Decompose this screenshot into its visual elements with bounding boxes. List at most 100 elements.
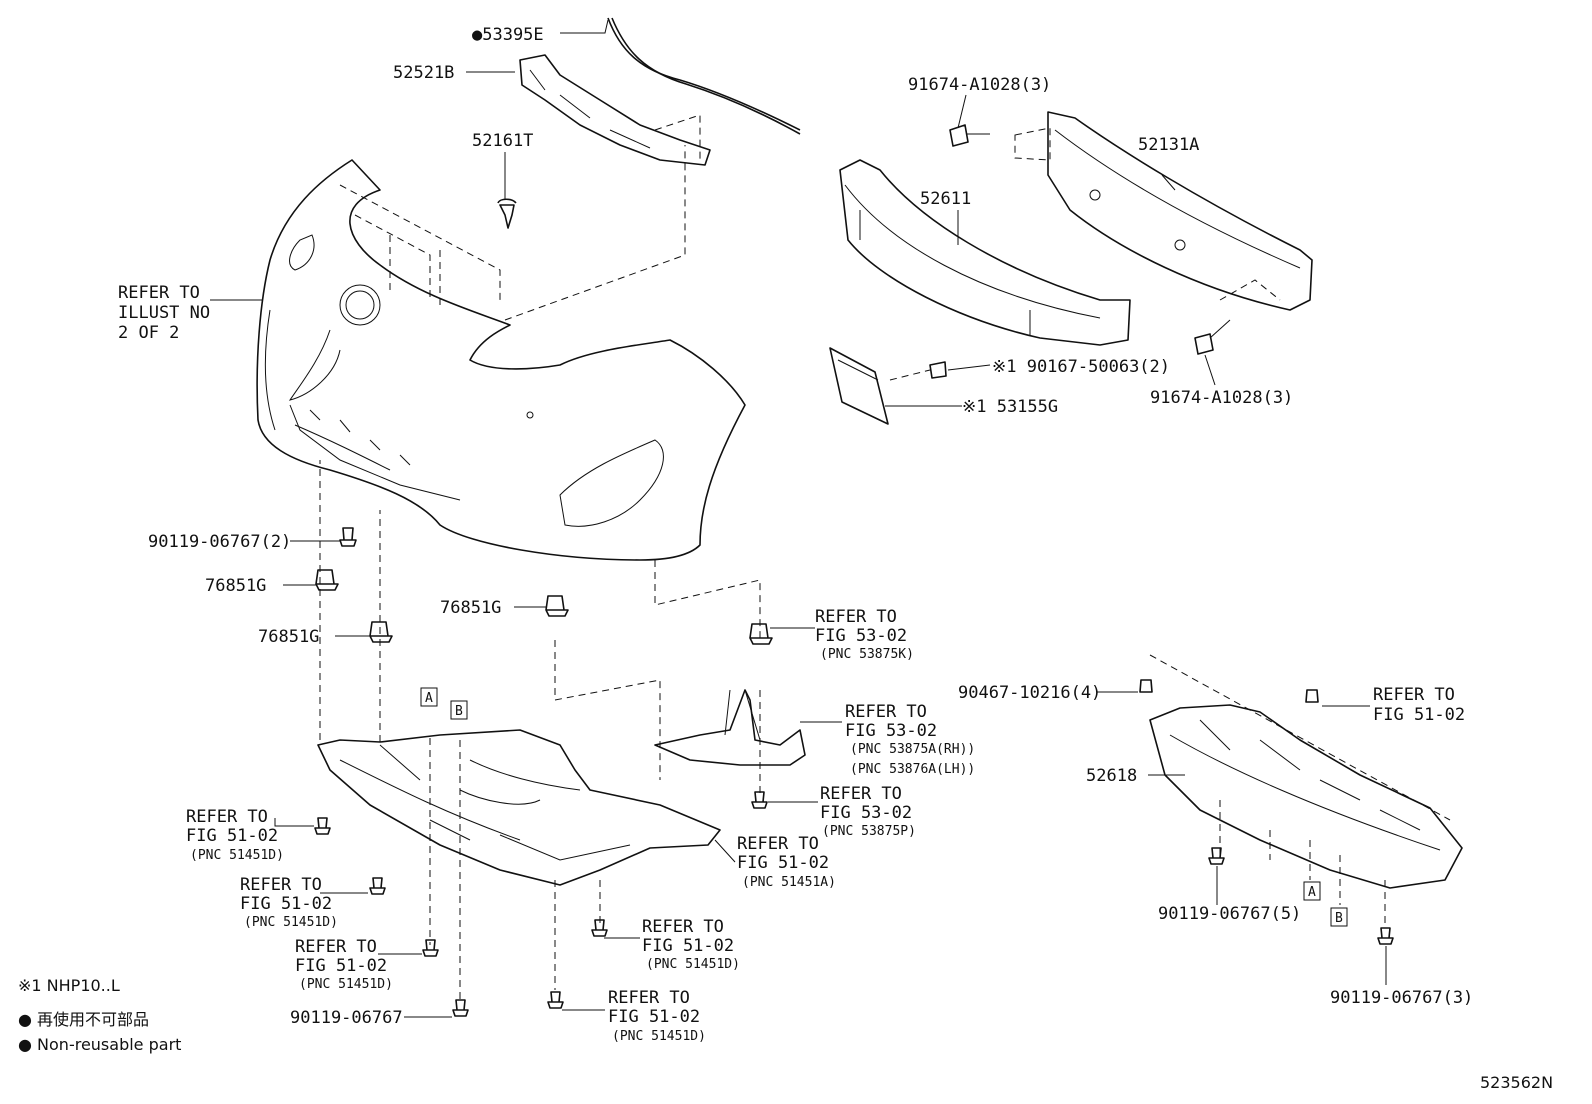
svg-text:(PNC 51451D): (PNC 51451D) bbox=[612, 1029, 706, 1044]
ref-51-02-d5: REFER TO FIG 51-02 (PNC 51451D) bbox=[608, 988, 706, 1044]
svg-text:(PNC 51451D): (PNC 51451D) bbox=[646, 957, 740, 972]
svg-text:(PNC 51451D): (PNC 51451D) bbox=[190, 848, 284, 863]
label-90167: ※1 90167-50063(2) bbox=[992, 357, 1170, 377]
svg-text:REFER TO: REFER TO bbox=[118, 283, 200, 303]
svg-text:REFER TO: REFER TO bbox=[295, 937, 377, 957]
bolt-51451d-icon-3 bbox=[422, 939, 439, 957]
label-76851g-a: 76851G bbox=[205, 576, 266, 596]
figure-id: 523562N bbox=[1480, 1073, 1553, 1092]
svg-text:(PNC 51451A): (PNC 51451A) bbox=[742, 875, 836, 890]
label-53155g: ※1 53155G bbox=[962, 397, 1058, 417]
clip-53875k-icon bbox=[749, 623, 773, 645]
bolt-90119-icon-b bbox=[452, 999, 469, 1017]
svg-text:(PNC 53875K): (PNC 53875K) bbox=[820, 647, 914, 662]
svg-text:REFER TO: REFER TO bbox=[820, 784, 902, 804]
svg-text:FIG 51-02: FIG 51-02 bbox=[295, 956, 387, 976]
screw-90167-drawing bbox=[889, 361, 947, 381]
ref-51-02-d1: REFER TO FIG 51-02 (PNC 51451D) bbox=[186, 807, 284, 863]
svg-text:REFER TO: REFER TO bbox=[737, 834, 819, 854]
leader-lines bbox=[210, 19, 1387, 1018]
label-90119-3: 90119-06767(3) bbox=[1330, 988, 1473, 1008]
label-91674-bottom: 91674-A1028(3) bbox=[1150, 388, 1293, 408]
svg-text:A: A bbox=[425, 691, 433, 706]
label-52161t: 52161T bbox=[472, 131, 533, 151]
svg-text:REFER TO: REFER TO bbox=[240, 875, 322, 895]
svg-text:FIG 51-02: FIG 51-02 bbox=[608, 1007, 700, 1027]
label-91674-top: 91674-A1028(3) bbox=[908, 75, 1051, 95]
bolt-90119-5-icon bbox=[1208, 847, 1225, 865]
label-90467: 90467-10216(4) bbox=[958, 683, 1101, 703]
svg-text:(PNC 53875A(RH)): (PNC 53875A(RH)) bbox=[850, 742, 975, 757]
bumper-cover-drawing bbox=[256, 145, 746, 561]
label-76851g-b: 76851G bbox=[258, 627, 319, 647]
svg-text:(PNC 51451D): (PNC 51451D) bbox=[299, 977, 393, 992]
bolt-90119-3-icon bbox=[1377, 927, 1394, 945]
svg-text:FIG 51-02: FIG 51-02 bbox=[186, 826, 278, 846]
seal-53395e-drawing bbox=[607, 17, 801, 135]
svg-text:REFER TO: REFER TO bbox=[845, 702, 927, 722]
label-52131a: 52131A bbox=[1138, 135, 1199, 155]
bolt-91674-top-drawing bbox=[949, 124, 990, 147]
ref-illust: REFER TO ILLUST NO 2 OF 2 bbox=[118, 283, 210, 343]
clip-5102-right-icon bbox=[1305, 689, 1319, 703]
svg-text:REFER TO: REFER TO bbox=[608, 988, 690, 1008]
marker-b-right: B bbox=[1330, 907, 1348, 927]
svg-text:(PNC 53876A(LH)): (PNC 53876A(LH)) bbox=[850, 762, 975, 777]
svg-text:REFER TO: REFER TO bbox=[1373, 685, 1455, 705]
bolt-51451d-icon-5 bbox=[547, 991, 564, 1009]
ref-53-02-p: REFER TO FIG 53-02 (PNC 53875P) bbox=[820, 784, 916, 839]
svg-text:FIG 51-02: FIG 51-02 bbox=[642, 936, 734, 956]
ref-53-02-k: REFER TO FIG 53-02 (PNC 53875K) bbox=[815, 607, 914, 662]
label-90119-2: 90119-06767(2) bbox=[148, 532, 291, 552]
legend-jp: ● 再使用不可部品 bbox=[18, 1010, 149, 1029]
svg-text:B: B bbox=[455, 704, 463, 719]
svg-text:FIG 53-02: FIG 53-02 bbox=[815, 626, 907, 646]
svg-text:(PNC 53875P): (PNC 53875P) bbox=[822, 824, 916, 839]
retainer-52521b-drawing bbox=[519, 54, 711, 166]
svg-text:2 OF 2: 2 OF 2 bbox=[118, 323, 179, 343]
label-90119: 90119-06767 bbox=[290, 1008, 403, 1028]
splash-shield-drawing bbox=[654, 689, 806, 795]
label-52618: 52618 bbox=[1086, 766, 1137, 786]
clip-52161t-drawing bbox=[497, 198, 517, 229]
clip-76851g-icon-b bbox=[369, 621, 393, 643]
clip-76851g-icon-c bbox=[545, 595, 569, 617]
label-53395e: ●53395E bbox=[472, 25, 544, 45]
bolt-53875p-icon bbox=[751, 791, 768, 809]
ref-51-02-d2: REFER TO FIG 51-02 (PNC 51451D) bbox=[240, 875, 338, 930]
svg-text:FIG 51-02: FIG 51-02 bbox=[240, 894, 332, 914]
svg-text:REFER TO: REFER TO bbox=[186, 807, 268, 827]
marker-a-right: A bbox=[1303, 881, 1321, 901]
svg-text:ILLUST NO: ILLUST NO bbox=[118, 303, 210, 323]
ref-51-02-d3: REFER TO FIG 51-02 (PNC 51451D) bbox=[295, 937, 393, 992]
clip-90467-icon bbox=[1139, 679, 1153, 693]
clip-76851g-icon-a bbox=[315, 569, 339, 591]
bracket-53155g-drawing bbox=[829, 347, 889, 425]
svg-text:FIG 53-02: FIG 53-02 bbox=[820, 803, 912, 823]
under-cover-52618-drawing bbox=[1149, 654, 1463, 925]
fastener-icons bbox=[314, 527, 1394, 1017]
label-90119-5: 90119-06767(5) bbox=[1158, 904, 1301, 924]
label-52521b: 52521B bbox=[393, 63, 454, 83]
marker-b-left: B bbox=[450, 700, 468, 720]
ref-51-02-d4: REFER TO FIG 51-02 (PNC 51451D) bbox=[642, 917, 740, 972]
reinforcement-52131a-drawing bbox=[1014, 111, 1313, 311]
label-52611: 52611 bbox=[920, 189, 971, 209]
label-76851g-c: 76851G bbox=[440, 598, 501, 618]
ref-51-02-right: REFER TO FIG 51-02 bbox=[1373, 685, 1465, 725]
svg-text:REFER TO: REFER TO bbox=[642, 917, 724, 937]
bolt-51451d-icon-2 bbox=[369, 877, 386, 895]
svg-text:(PNC 51451D): (PNC 51451D) bbox=[244, 915, 338, 930]
legend-en: ● Non-reusable part bbox=[18, 1035, 181, 1054]
svg-text:B: B bbox=[1335, 911, 1343, 926]
bolt-91674-bottom-drawing bbox=[1194, 319, 1231, 355]
bolt-90119-icon bbox=[339, 527, 357, 547]
svg-text:A: A bbox=[1308, 885, 1316, 900]
bolt-51451d-icon-1 bbox=[314, 817, 331, 835]
bolt-51451d-icon-4 bbox=[591, 919, 608, 937]
ref-53-02-a: REFER TO FIG 53-02 (PNC 53875A(RH)) (PNC… bbox=[845, 702, 975, 777]
svg-text:FIG 53-02: FIG 53-02 bbox=[845, 721, 937, 741]
absorber-52611-drawing bbox=[839, 159, 1131, 346]
